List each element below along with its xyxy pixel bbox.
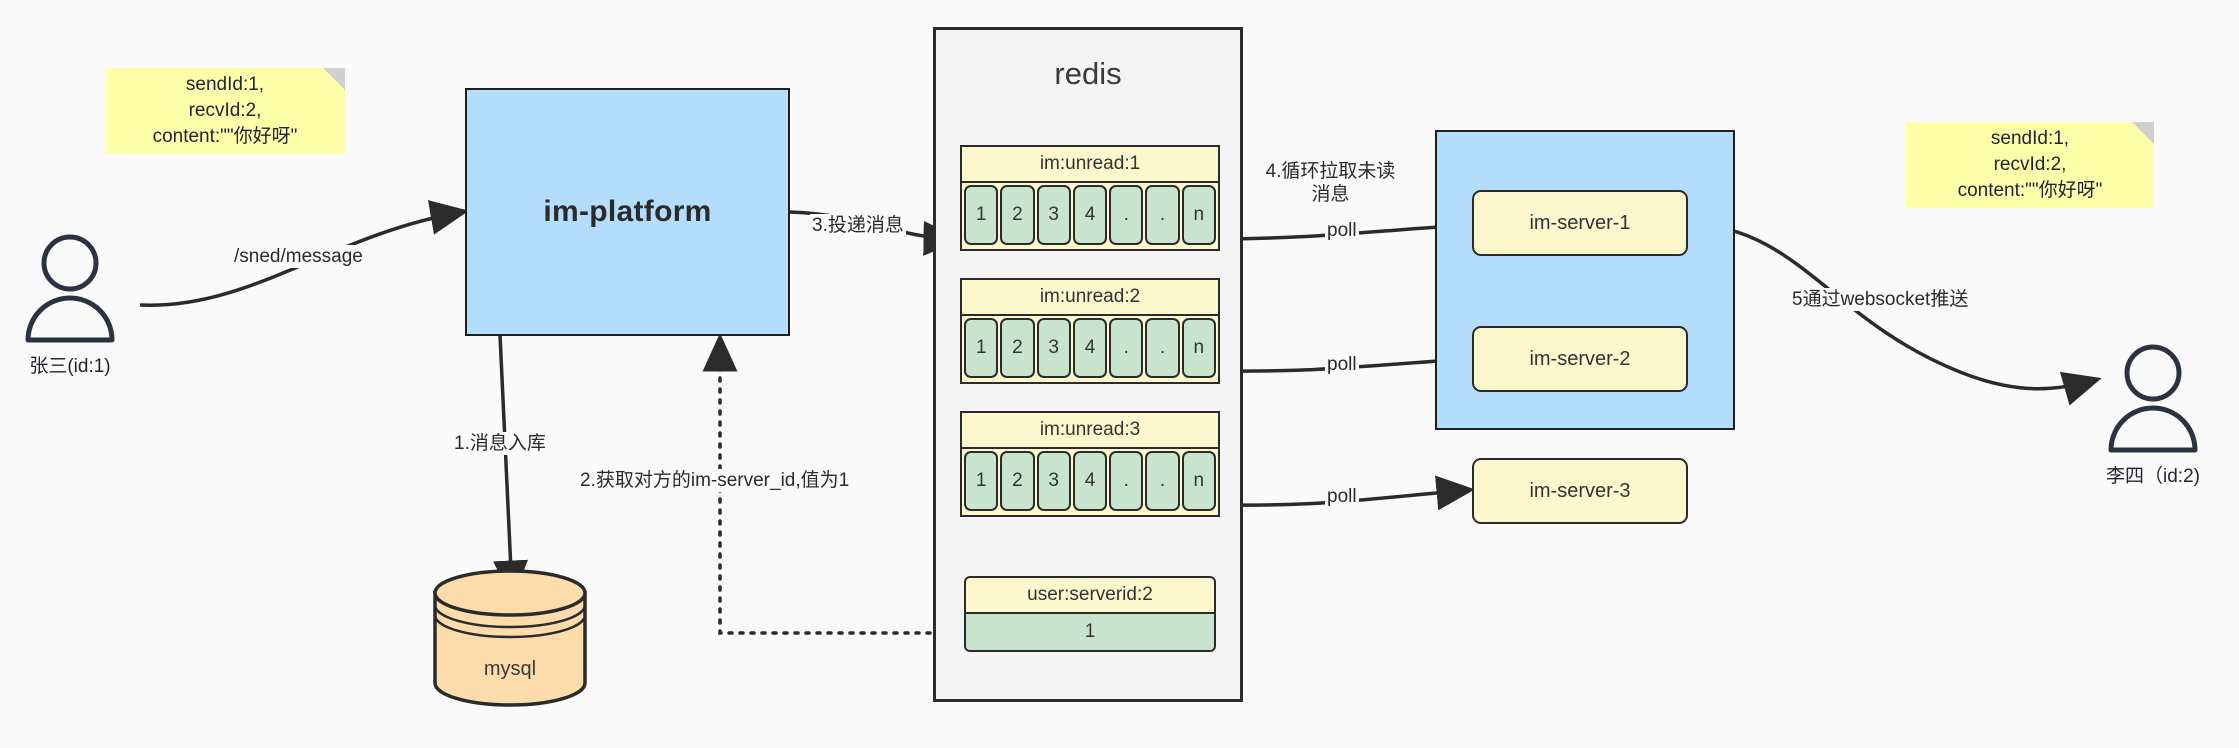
im-server-1-box[interactable]: im-server-1 [1472,190,1688,256]
redis-queue-2[interactable]: im:unread:3 1 2 3 4 . . n [960,411,1220,517]
actor-sender-label: 张三(id:1) [29,356,111,377]
edge-label-step3: 3.投递消息 [810,214,906,237]
note-left-line2: recvId:2, [188,100,262,121]
redis-queue-0-cells: 1 2 3 4 . . n [962,183,1218,249]
edge-label-step2: 2.获取对方的im-server_id,值为1 [578,469,852,492]
redis-queue-1-key: im:unread:2 [962,280,1218,316]
note-left-line3: content:""你好呀" [152,126,298,147]
queue-cell[interactable]: 4 [1072,451,1108,511]
actor-receiver-label: 李四（id:2) [2106,466,2200,487]
queue-cell[interactable]: . [1145,451,1180,511]
redis-queue-0[interactable]: im:unread:1 1 2 3 4 . . n [960,145,1220,251]
mysql-label: mysql [484,658,536,680]
note-right-line1: sendId:1, [1990,128,2070,149]
redis-kv-user-serverid[interactable]: user:serverid:2 1 [964,576,1216,652]
im-platform-label: im-platform [543,195,712,228]
queue-cell[interactable]: n [1181,318,1216,378]
queue-cell[interactable]: . [1145,185,1180,245]
actor-sender: 张三(id:1) [10,230,130,378]
mysql-database[interactable]: mysql [425,565,595,710]
queue-cell[interactable]: 3 [1036,185,1071,245]
edge-label-poll-3: poll [1325,485,1359,508]
queue-cell[interactable]: 1 [964,185,999,245]
queue-cell[interactable]: 3 [1036,318,1071,378]
im-server-3-label: im-server-3 [1529,479,1631,502]
im-server-1-label: im-server-1 [1529,211,1631,234]
queue-cell[interactable]: 2 [1000,318,1035,378]
edge-label-poll-2: poll [1325,353,1359,376]
queue-cell[interactable]: n [1181,451,1216,511]
im-platform-box[interactable]: im-platform [465,88,790,336]
note-right-line2: recvId:2, [1993,154,2067,175]
note-left-line1: sendId:1, [185,74,265,95]
edge-label-send-message: /sned/message [232,245,365,268]
redis-kv-key: user:serverid:2 [966,578,1214,614]
note-fold-icon [323,68,345,90]
redis-queue-1[interactable]: im:unread:2 1 2 3 4 . . n [960,278,1220,384]
edge-label-step4: 4.循环拉取未读消息 [1256,160,1405,206]
note-right-line3: content:""你好呀" [1957,180,2103,201]
im-server-2-label: im-server-2 [1529,347,1631,370]
edge-label-poll-1: poll [1325,219,1359,242]
user-icon [25,234,115,343]
queue-cell[interactable]: 1 [964,318,999,378]
queue-cell[interactable]: . [1145,318,1180,378]
queue-cell[interactable]: . [1109,185,1144,245]
redis-title: redis [1054,56,1122,91]
queue-cell[interactable]: 3 [1036,451,1071,511]
user-icon [2108,344,2198,453]
redis-queue-1-cells: 1 2 3 4 . . n [962,316,1218,382]
redis-container: redis im:unread:1 1 2 3 4 . . n im:unrea… [933,27,1243,702]
queue-cell[interactable]: 2 [1000,185,1035,245]
redis-queue-2-key: im:unread:3 [962,413,1218,449]
redis-queue-2-cells: 1 2 3 4 . . n [962,449,1218,515]
queue-cell[interactable]: 4 [1072,185,1108,245]
sticky-note-left: sendId:1, recvId:2, content:""你好呀" [105,68,345,154]
queue-cell[interactable]: . [1109,451,1144,511]
queue-cell[interactable]: 1 [964,451,999,511]
database-cylinder-icon: mysql [433,569,587,707]
edge-label-step5: 5通过websocket推送 [1790,288,1971,311]
queue-cell[interactable]: n [1181,185,1216,245]
actor-receiver: 李四（id:2) [2093,340,2213,488]
sticky-note-right: sendId:1, recvId:2, content:""你好呀" [1906,122,2154,208]
edge-label-step1: 1.消息入库 [452,432,548,455]
note-fold-icon [2132,122,2154,144]
redis-kv-value: 1 [966,614,1214,650]
im-server-2-box[interactable]: im-server-2 [1472,326,1688,392]
queue-cell[interactable]: . [1109,318,1144,378]
queue-cell[interactable]: 2 [1000,451,1035,511]
queue-cell[interactable]: 4 [1072,318,1108,378]
redis-queue-0-key: im:unread:1 [962,147,1218,183]
im-server-3-box[interactable]: im-server-3 [1472,458,1688,524]
